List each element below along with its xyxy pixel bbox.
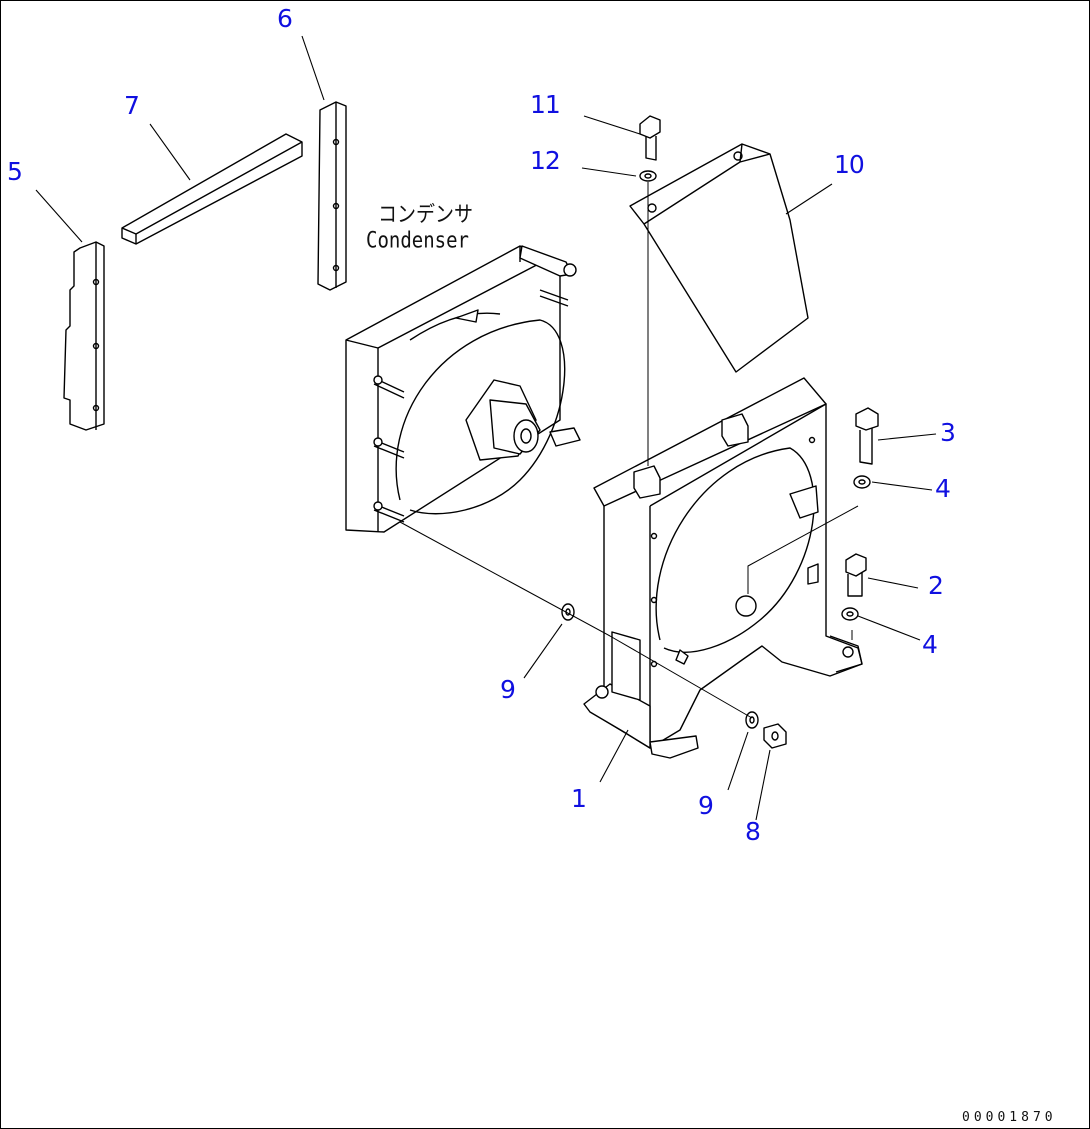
part-5-bracket xyxy=(63,241,105,431)
assembly-lines xyxy=(399,182,859,719)
callout-12: 12 xyxy=(530,146,561,175)
callout-9-right: 9 xyxy=(698,791,714,820)
callout-3: 3 xyxy=(940,418,956,447)
callout-7: 7 xyxy=(124,91,140,120)
part-12-washer xyxy=(639,170,657,182)
part-4-washer-lower xyxy=(841,607,859,621)
part-1-frame xyxy=(583,377,863,759)
callout-2: 2 xyxy=(928,571,944,600)
part-7-seal-strip xyxy=(121,133,303,245)
callout-9-left: 9 xyxy=(500,675,516,704)
callout-8: 8 xyxy=(745,817,761,846)
part-4-washer-upper xyxy=(853,475,871,489)
condenser-label-english: Condenser xyxy=(366,227,469,253)
callout-10: 10 xyxy=(834,150,865,179)
callout-4-lower: 4 xyxy=(922,630,938,659)
part-2-bolt xyxy=(845,553,867,597)
part-10-shroud-plate xyxy=(629,143,809,373)
part-9-washer-left xyxy=(561,603,575,621)
part-6-bracket xyxy=(317,101,347,291)
callout-11: 11 xyxy=(530,90,561,119)
callout-6: 6 xyxy=(277,4,293,33)
callout-5: 5 xyxy=(7,157,23,186)
part-11-bolt xyxy=(639,115,661,161)
part-3-bolt xyxy=(855,407,879,465)
callout-1: 1 xyxy=(571,784,587,813)
drawing-number: 00001870 xyxy=(962,1110,1057,1125)
condenser-label-japanese: コンデンサ xyxy=(378,201,474,227)
part-8-nut xyxy=(763,723,787,749)
part-9-washer-right xyxy=(745,711,759,729)
callout-4-upper: 4 xyxy=(935,474,951,503)
leader-lines xyxy=(35,35,937,821)
condenser-assembly xyxy=(345,245,581,533)
